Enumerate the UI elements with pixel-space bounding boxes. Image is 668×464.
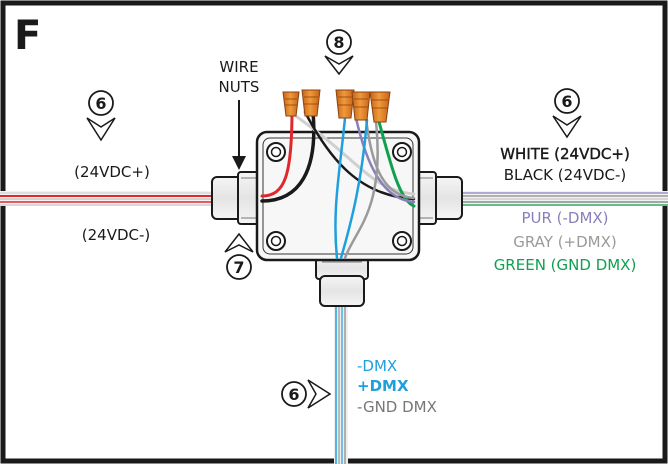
chevron-down-icon <box>86 117 116 142</box>
left-cable-gland <box>211 171 263 225</box>
wire-nuts-line1: WIRE <box>219 58 258 76</box>
gray-dmx-label: GRAY (+DMX) <box>513 233 617 251</box>
wire-nut-5 <box>369 91 391 123</box>
screw-top-right <box>392 142 412 162</box>
callout-bottom-number: 6 <box>288 385 299 404</box>
bottom-cable-gland <box>315 256 369 307</box>
bottom-cable <box>334 300 348 464</box>
right-white-label: WHITE (24VDC+) <box>500 145 630 163</box>
bottom-pos-dmx-label: +DMX <box>357 377 409 395</box>
left-cable <box>0 191 215 206</box>
wire-nuts-line2: NUTS <box>219 78 260 96</box>
screw-top-left <box>266 142 286 162</box>
right-cable-gland <box>413 171 463 225</box>
callout-top: 8 <box>324 29 354 76</box>
arrow-down-icon <box>232 156 246 170</box>
green-gnd-label: GREEN (GND DMX) <box>494 256 637 274</box>
callout-right: 6 <box>552 88 582 139</box>
bottom-neg-dmx-label: -DMX <box>357 357 397 375</box>
pur-dmx-label: PUR (-DMX) <box>521 209 608 227</box>
left-positive-label: (24VDC+) <box>74 163 150 181</box>
wire-nut-3 <box>335 89 355 119</box>
left-negative-label: (24VDC-) <box>82 226 151 244</box>
callout-left: 6 <box>86 90 116 142</box>
callout-right-number: 6 <box>561 92 572 111</box>
wire-nut-4 <box>351 91 371 121</box>
callout-lower-number: 7 <box>233 258 244 277</box>
callout-left-number: 6 <box>95 94 106 113</box>
screw-bottom-right <box>392 231 412 251</box>
right-cable <box>462 191 668 206</box>
chevron-down-icon <box>324 55 354 76</box>
chevron-down-icon <box>552 115 582 139</box>
chevron-right-icon <box>307 379 332 409</box>
wire-nuts <box>282 89 391 123</box>
callout-bottom: 6 <box>281 379 332 409</box>
bottom-gnd-dmx-label: -GND DMX <box>357 398 437 416</box>
panel-letter: F <box>14 13 41 59</box>
wire-nuts-label: WIRE NUTS <box>219 58 260 170</box>
internal-wires <box>260 108 416 260</box>
callout-top-number: 8 <box>333 33 344 52</box>
right-black-label: BLACK (24VDC-) <box>504 166 627 184</box>
chevron-up-icon <box>224 232 254 253</box>
wire-nut-2 <box>301 89 321 117</box>
wire-nut-1 <box>282 91 300 117</box>
callout-lower: 7 <box>224 232 254 280</box>
screw-bottom-left <box>266 231 286 251</box>
